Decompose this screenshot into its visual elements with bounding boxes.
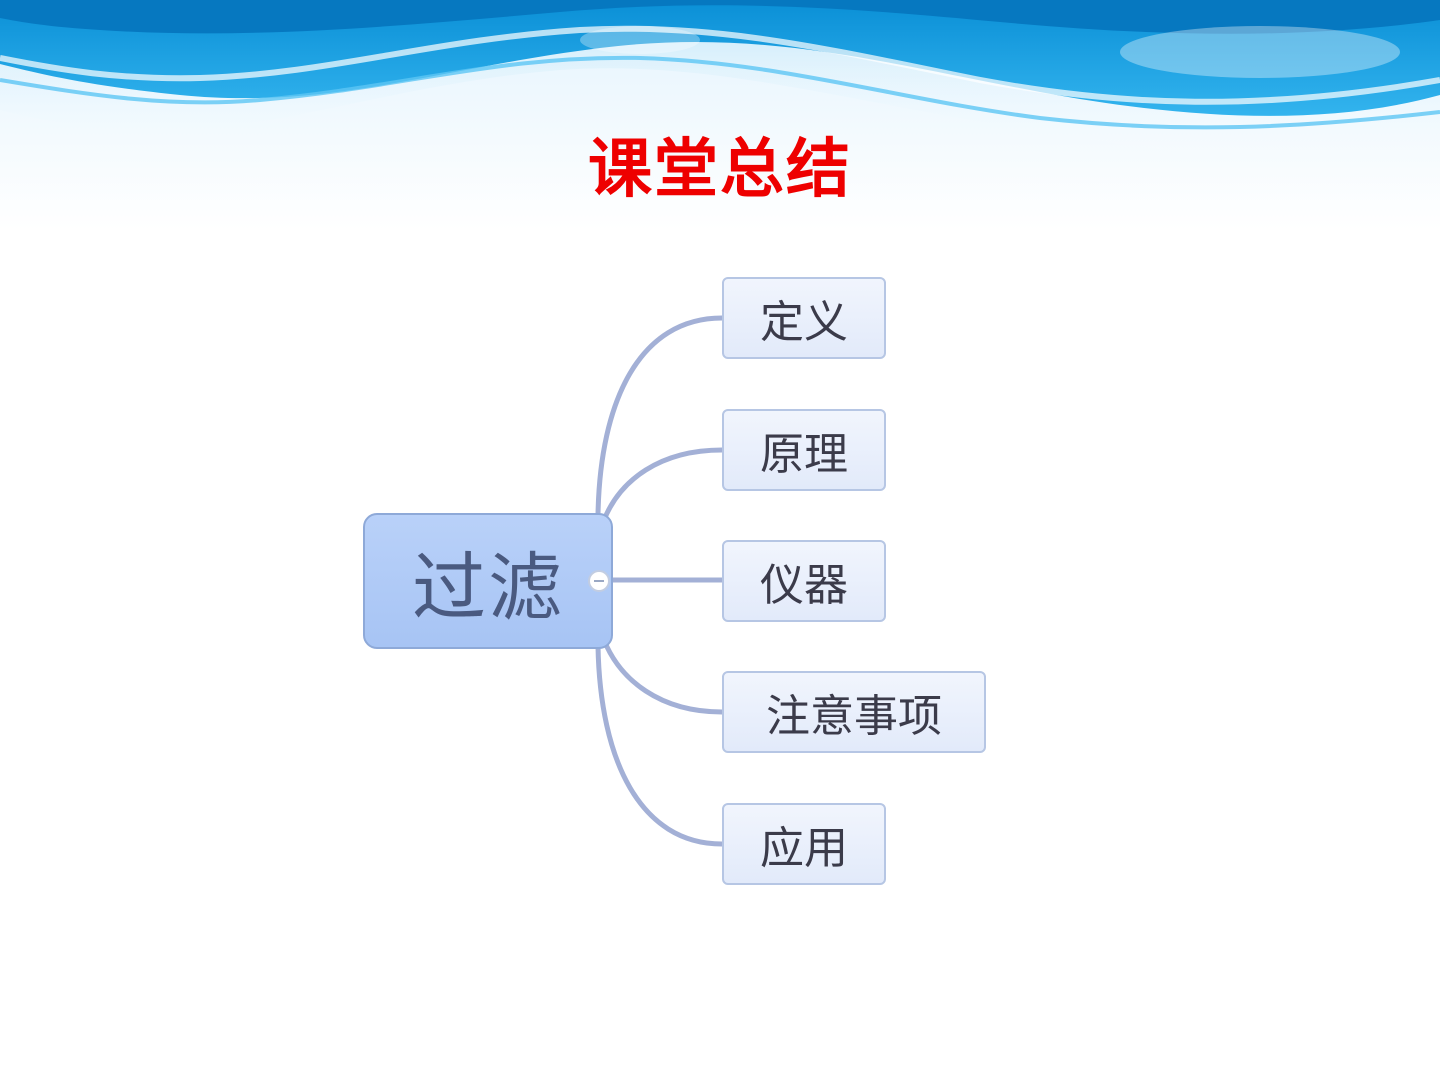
- mindmap-node-application[interactable]: 应用: [722, 803, 886, 885]
- mindmap-node-precautions[interactable]: 注意事项: [722, 671, 986, 753]
- root-node-label: 过滤: [412, 544, 564, 631]
- mindmap-node-definition[interactable]: 定义: [722, 277, 886, 359]
- mindmap-node-principle[interactable]: 原理: [722, 409, 886, 491]
- wave-bubble: [1120, 26, 1400, 78]
- branch-node-label: 原理: [760, 429, 848, 480]
- collapse-toggle-icon[interactable]: [588, 570, 610, 592]
- branch-node-label: 应用: [760, 823, 848, 874]
- mindmap-root-node[interactable]: 过滤: [363, 513, 613, 649]
- branch-node-label: 定义: [760, 297, 848, 348]
- connector-definition: [595, 315, 725, 518]
- branch-node-label: 注意事项: [766, 691, 942, 742]
- connector-application: [595, 643, 725, 847]
- mindmap-node-apparatus[interactable]: 仪器: [722, 540, 886, 622]
- wave-highlight-thin: [0, 55, 1440, 130]
- connector-principle: [601, 447, 725, 523]
- wave-highlight: [0, 25, 1440, 105]
- page-title: 课堂总结: [588, 132, 852, 207]
- wave-banner: [0, 0, 1440, 230]
- connector-precautions: [601, 637, 725, 715]
- wave-bubble: [580, 26, 700, 54]
- wave-top: [0, 0, 1440, 34]
- branch-node-label: 仪器: [760, 560, 848, 611]
